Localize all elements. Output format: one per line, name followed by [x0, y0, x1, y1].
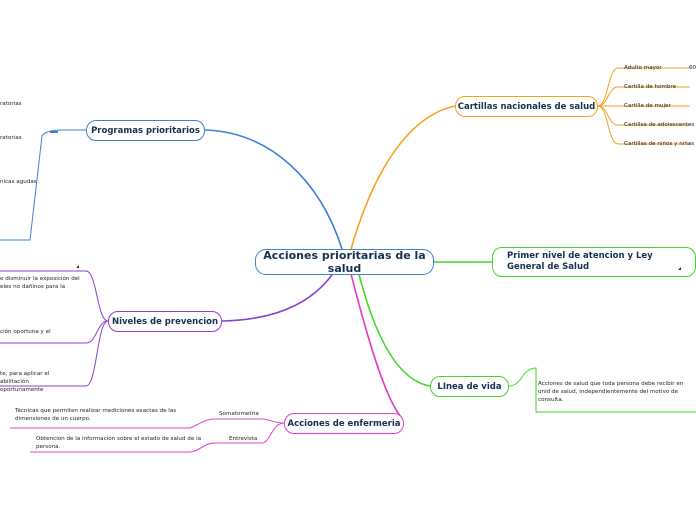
- topic-prevencion[interactable]: Niveles de prevencion: [108, 311, 222, 332]
- programas-note-3: nicas agudas: [0, 179, 37, 185]
- topic-primer-nivel-label: Primer nivel de atencion y Ley General d…: [507, 251, 653, 272]
- collapsed-indicator-icon[interactable]: [76, 265, 79, 268]
- central-topic[interactable]: Acciones prioritarias de la salud: [255, 249, 434, 275]
- topic-prevencion-label: Niveles de prevencion: [111, 316, 219, 327]
- topic-linea-vida[interactable]: LInea de vida: [430, 376, 509, 397]
- link-enfermeria-items: [10, 418, 285, 453]
- cartilla-extra: 60: [689, 65, 696, 71]
- link-prevencion-items: [0, 270, 109, 387]
- topic-primer-nivel[interactable]: Primer nivel de atencion y Ley General d…: [492, 247, 696, 277]
- central-topic-label: Acciones prioritarias de la salud: [263, 249, 426, 275]
- link-cartillas: [350, 105, 456, 250]
- link-programas: [204, 129, 343, 250]
- topic-enfermeria[interactable]: Acciones de enfermeria: [284, 413, 404, 434]
- link-linea-vida-note: [508, 367, 696, 413]
- somatometria-label[interactable]: Somatometria: [219, 411, 259, 417]
- topic-cartillas[interactable]: Cartillas nacionales de salud: [455, 96, 598, 117]
- prevencion-note-2: ción oportuna y el: [0, 329, 51, 335]
- topic-programas-label: Programas prioritarios: [91, 125, 200, 136]
- programas-note-1: ratorias: [0, 101, 22, 107]
- prevencion-note-1: e disminuir la exposición del eles no da…: [0, 276, 80, 290]
- topic-cartillas-label: Cartillas nacionales de salud: [457, 101, 596, 112]
- linea-vida-note: Acciones de salud que toda persona debe …: [538, 381, 684, 403]
- link-linea-vida: [355, 261, 431, 387]
- topic-linea-vida-label: LInea de vida: [437, 381, 502, 392]
- prevencion-note-3: te, para aplicar el abilitación oportuna…: [0, 371, 50, 393]
- cartilla-item-3[interactable]: Cartilla de mujer: [624, 103, 671, 109]
- programas-note-2: ratorias: [0, 135, 22, 141]
- entrevista-label[interactable]: Entrevista: [229, 436, 258, 442]
- entrevista-note: Obtención de la información sobre el est…: [36, 436, 202, 450]
- somatometria-note: Técnicas que permiten realizar medicione…: [15, 408, 177, 422]
- cartilla-item-2[interactable]: Cartilla de hombre: [624, 84, 677, 90]
- topic-enfermeria-label: Acciones de enfermeria: [287, 418, 401, 429]
- cartilla-item-4[interactable]: Cartillsa de adolescentes: [624, 122, 695, 128]
- topic-programas[interactable]: Programas prioritarios: [86, 120, 205, 141]
- collapsed-indicator-icon[interactable]: [678, 267, 681, 270]
- link-cartillas-items: [597, 67, 690, 145]
- cartilla-item-5[interactable]: Cartillas de niños y niñas: [624, 141, 695, 147]
- link-enfermeria: [347, 261, 403, 419]
- link-programas-items: [0, 129, 86, 241]
- cartilla-item-1[interactable]: Adulto mayor: [624, 65, 662, 71]
